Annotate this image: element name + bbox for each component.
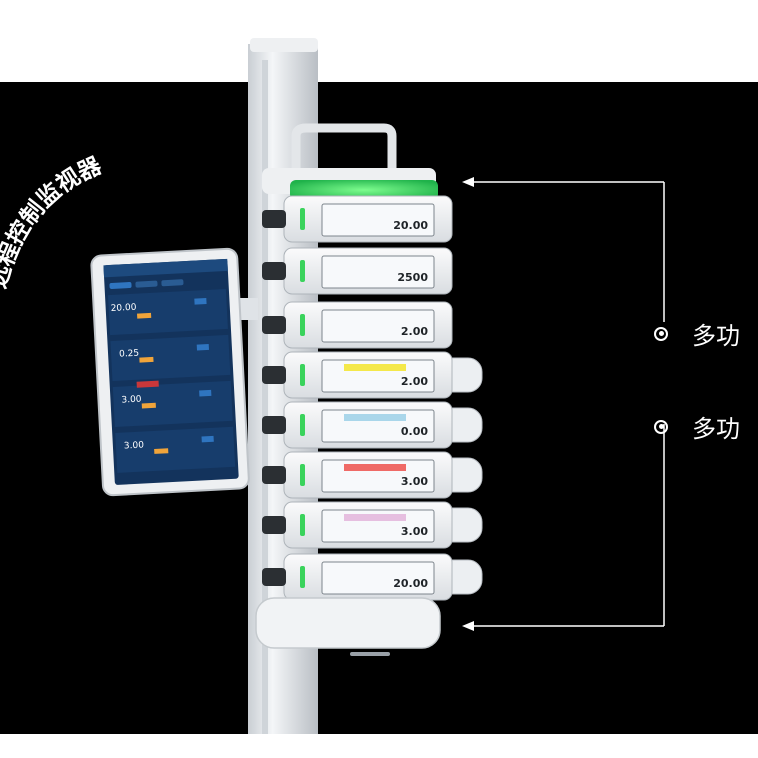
drug-label-band — [344, 514, 406, 521]
pole-clamp — [262, 262, 286, 280]
status-led — [300, 260, 305, 282]
callout-1: 多功 — [654, 316, 740, 351]
pump-screen — [321, 309, 435, 343]
pole-groove — [262, 60, 268, 734]
pole-clamp — [262, 568, 286, 586]
status-led — [300, 208, 305, 230]
drug-label-band — [344, 464, 406, 471]
infusion-pump: 20.00 — [262, 553, 483, 601]
infusion-pump: 2.00 — [262, 301, 453, 349]
pole-clamp — [262, 466, 286, 484]
status-led — [300, 514, 305, 536]
pole-clamp — [262, 316, 286, 334]
base-unit — [255, 597, 441, 649]
pole-clamp — [262, 210, 286, 228]
pump-rate-readout: 2500 — [397, 271, 428, 284]
infusion-pump: 0.00 — [262, 401, 483, 449]
callout-lines — [472, 181, 665, 627]
pump-rate-readout: 3.00 — [401, 525, 428, 538]
drug-label-band — [344, 414, 406, 421]
status-led — [300, 364, 305, 386]
arrow-top — [462, 177, 474, 187]
infusion-pump: 20.00 — [262, 195, 453, 243]
status-led — [300, 566, 305, 588]
pole-clamp — [262, 366, 286, 384]
tablet-value-3: 3.00 — [121, 395, 142, 406]
drug-label-band — [344, 364, 406, 371]
arrow-bottom — [462, 621, 474, 631]
infusion-pump: 2500 — [262, 247, 453, 295]
pump-screen — [321, 561, 435, 595]
pump-rate-readout: 0.00 — [401, 425, 428, 438]
remote-monitor-tablet: 20.00 0.25 3.00 3.00 — [90, 247, 250, 497]
status-led — [300, 464, 305, 486]
pump-rate-readout: 2.00 — [401, 375, 428, 388]
status-led — [300, 414, 305, 436]
callout-bullet-icon — [654, 326, 668, 341]
pump-rate-readout: 2.00 — [401, 325, 428, 338]
pump-rate-readout: 20.00 — [393, 219, 428, 232]
pump-screen — [321, 255, 435, 289]
infusion-pump: 3.00 — [262, 451, 483, 499]
callout-1-label: 多功 — [692, 322, 740, 350]
pump-stack: 20.00 2500 2.00 2.00 0.00 3.00 3.00 20.00 — [262, 195, 483, 601]
pump-rate-readout: 3.00 — [401, 475, 428, 488]
status-led — [300, 314, 305, 336]
pole-clamp — [262, 416, 286, 434]
base-indicator — [350, 652, 390, 656]
callout-2-label: 多功 — [692, 415, 740, 443]
pump-rate-readout: 20.00 — [393, 577, 428, 590]
infusion-pump: 2.00 — [262, 351, 483, 399]
infusion-pump: 3.00 — [262, 501, 483, 549]
pump-screen — [321, 203, 435, 237]
handle — [291, 123, 397, 168]
green-status-glow — [290, 180, 438, 200]
tablet-value-4: 3.00 — [124, 440, 145, 451]
tablet-value-1: 20.00 — [110, 303, 137, 314]
pole-cap — [250, 38, 318, 52]
tablet-value-2: 0.25 — [119, 349, 140, 360]
pole-clamp — [262, 516, 286, 534]
callout-2: 多功 — [654, 409, 740, 444]
tablet-rows — [107, 288, 236, 473]
callout-bullet-icon — [654, 419, 668, 434]
